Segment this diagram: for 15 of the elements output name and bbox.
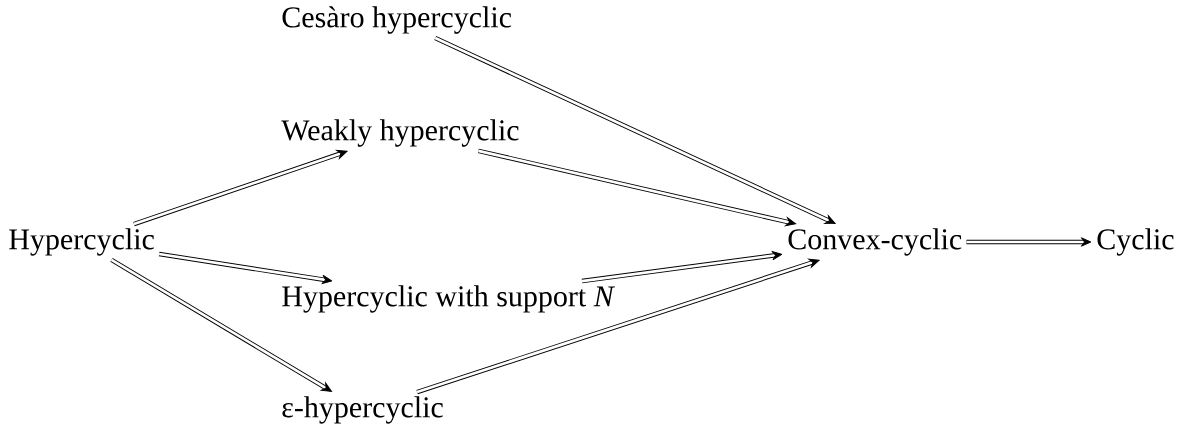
implication-arrow <box>133 149 348 227</box>
term-label: ε-hypercyclic <box>282 396 443 424</box>
implication-arrow <box>434 35 836 225</box>
term-label: Hypercyclic with support N <box>282 285 616 313</box>
term-label: Cyclic <box>1097 228 1174 256</box>
implication-arrow <box>110 257 333 392</box>
term-label: Hypercyclic <box>9 228 154 256</box>
implication-arrow <box>158 251 333 285</box>
implication-arrow <box>966 237 1092 247</box>
implication-arrow <box>581 250 783 284</box>
implication-arrow <box>477 148 797 227</box>
term-label: Convex-cyclic <box>788 228 962 256</box>
term-label: Cesàro hypercyclic <box>282 6 512 34</box>
implication-arrow <box>416 258 820 395</box>
term-label: Weakly hypercyclic <box>281 119 519 147</box>
